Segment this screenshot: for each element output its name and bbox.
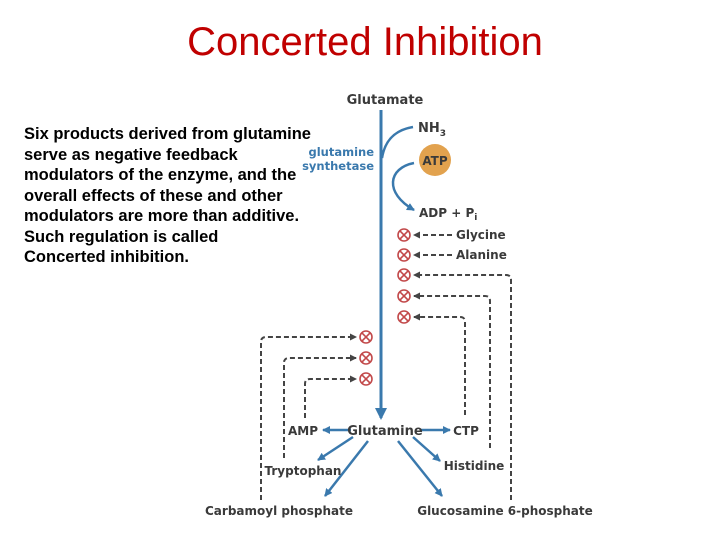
description-line: Six products derived from glutamine — [24, 125, 311, 143]
tryptophan-feedback-arrow — [283, 354, 357, 458]
amp-feedback-arrow — [304, 375, 357, 418]
tryptophan-label: Tryptophan — [265, 464, 342, 478]
adp-label: ADP + Pi — [419, 206, 477, 223]
inhibit-symbol — [397, 310, 411, 324]
ctp-label: CTP — [453, 424, 479, 438]
histidine-label: Histidine — [444, 459, 505, 473]
inhibit-symbol — [359, 351, 373, 365]
inhibit-symbol — [359, 330, 373, 344]
glucosamine-feedback-arrow — [413, 271, 512, 500]
glutamine-label: Glutamine — [347, 424, 423, 439]
histidine-feedback-arrow — [413, 292, 491, 448]
ctp-feedback-arrow — [413, 313, 466, 415]
carbamoyl-feedback-arrow — [260, 333, 357, 500]
description-text: Six products derived from glutamine serv… — [24, 124, 354, 268]
nh3-input-arrow — [380, 125, 414, 159]
glycine-label: Glycine — [456, 228, 506, 242]
amp-label: AMP — [288, 424, 318, 438]
atp-label: ATP — [422, 154, 448, 168]
carbamoyl-arrow — [324, 440, 369, 497]
inhibit-symbol — [397, 248, 411, 262]
description-line: Concerted inhibition. — [24, 248, 189, 266]
inhibit-symbol — [397, 228, 411, 242]
inhibit-symbol — [397, 268, 411, 282]
adp-output-arrow — [391, 161, 415, 212]
inhibit-symbol — [397, 289, 411, 303]
histidine-arrow — [412, 436, 441, 462]
description-line: modulators of the enzyme, and the — [24, 166, 297, 184]
description-line: overall effects of these and other — [24, 186, 283, 205]
carbamoyl-phosphate-label: Carbamoyl phosphate — [205, 504, 353, 518]
enzyme-label-line2: synthetase — [302, 159, 374, 173]
alanine-label: Alanine — [456, 248, 507, 262]
description-line: Such regulation is called — [24, 227, 219, 246]
tryptophan-arrow — [317, 435, 354, 462]
description-line: modulators are more than additive. — [24, 207, 300, 225]
description-line: serve as negative feedback — [24, 145, 238, 164]
enzyme-label-line1: glutamine — [308, 145, 374, 159]
glucosamine-arrow — [397, 440, 443, 497]
slide-title: Concerted Inhibition — [187, 20, 543, 64]
glucosamine-6-phosphate-label: Glucosamine 6-phosphate — [417, 504, 593, 518]
nh3-label: NH3 — [418, 121, 446, 139]
inhibit-symbol — [359, 372, 373, 386]
atp-circle — [419, 144, 451, 176]
glutamate-label: Glutamate — [347, 93, 424, 108]
